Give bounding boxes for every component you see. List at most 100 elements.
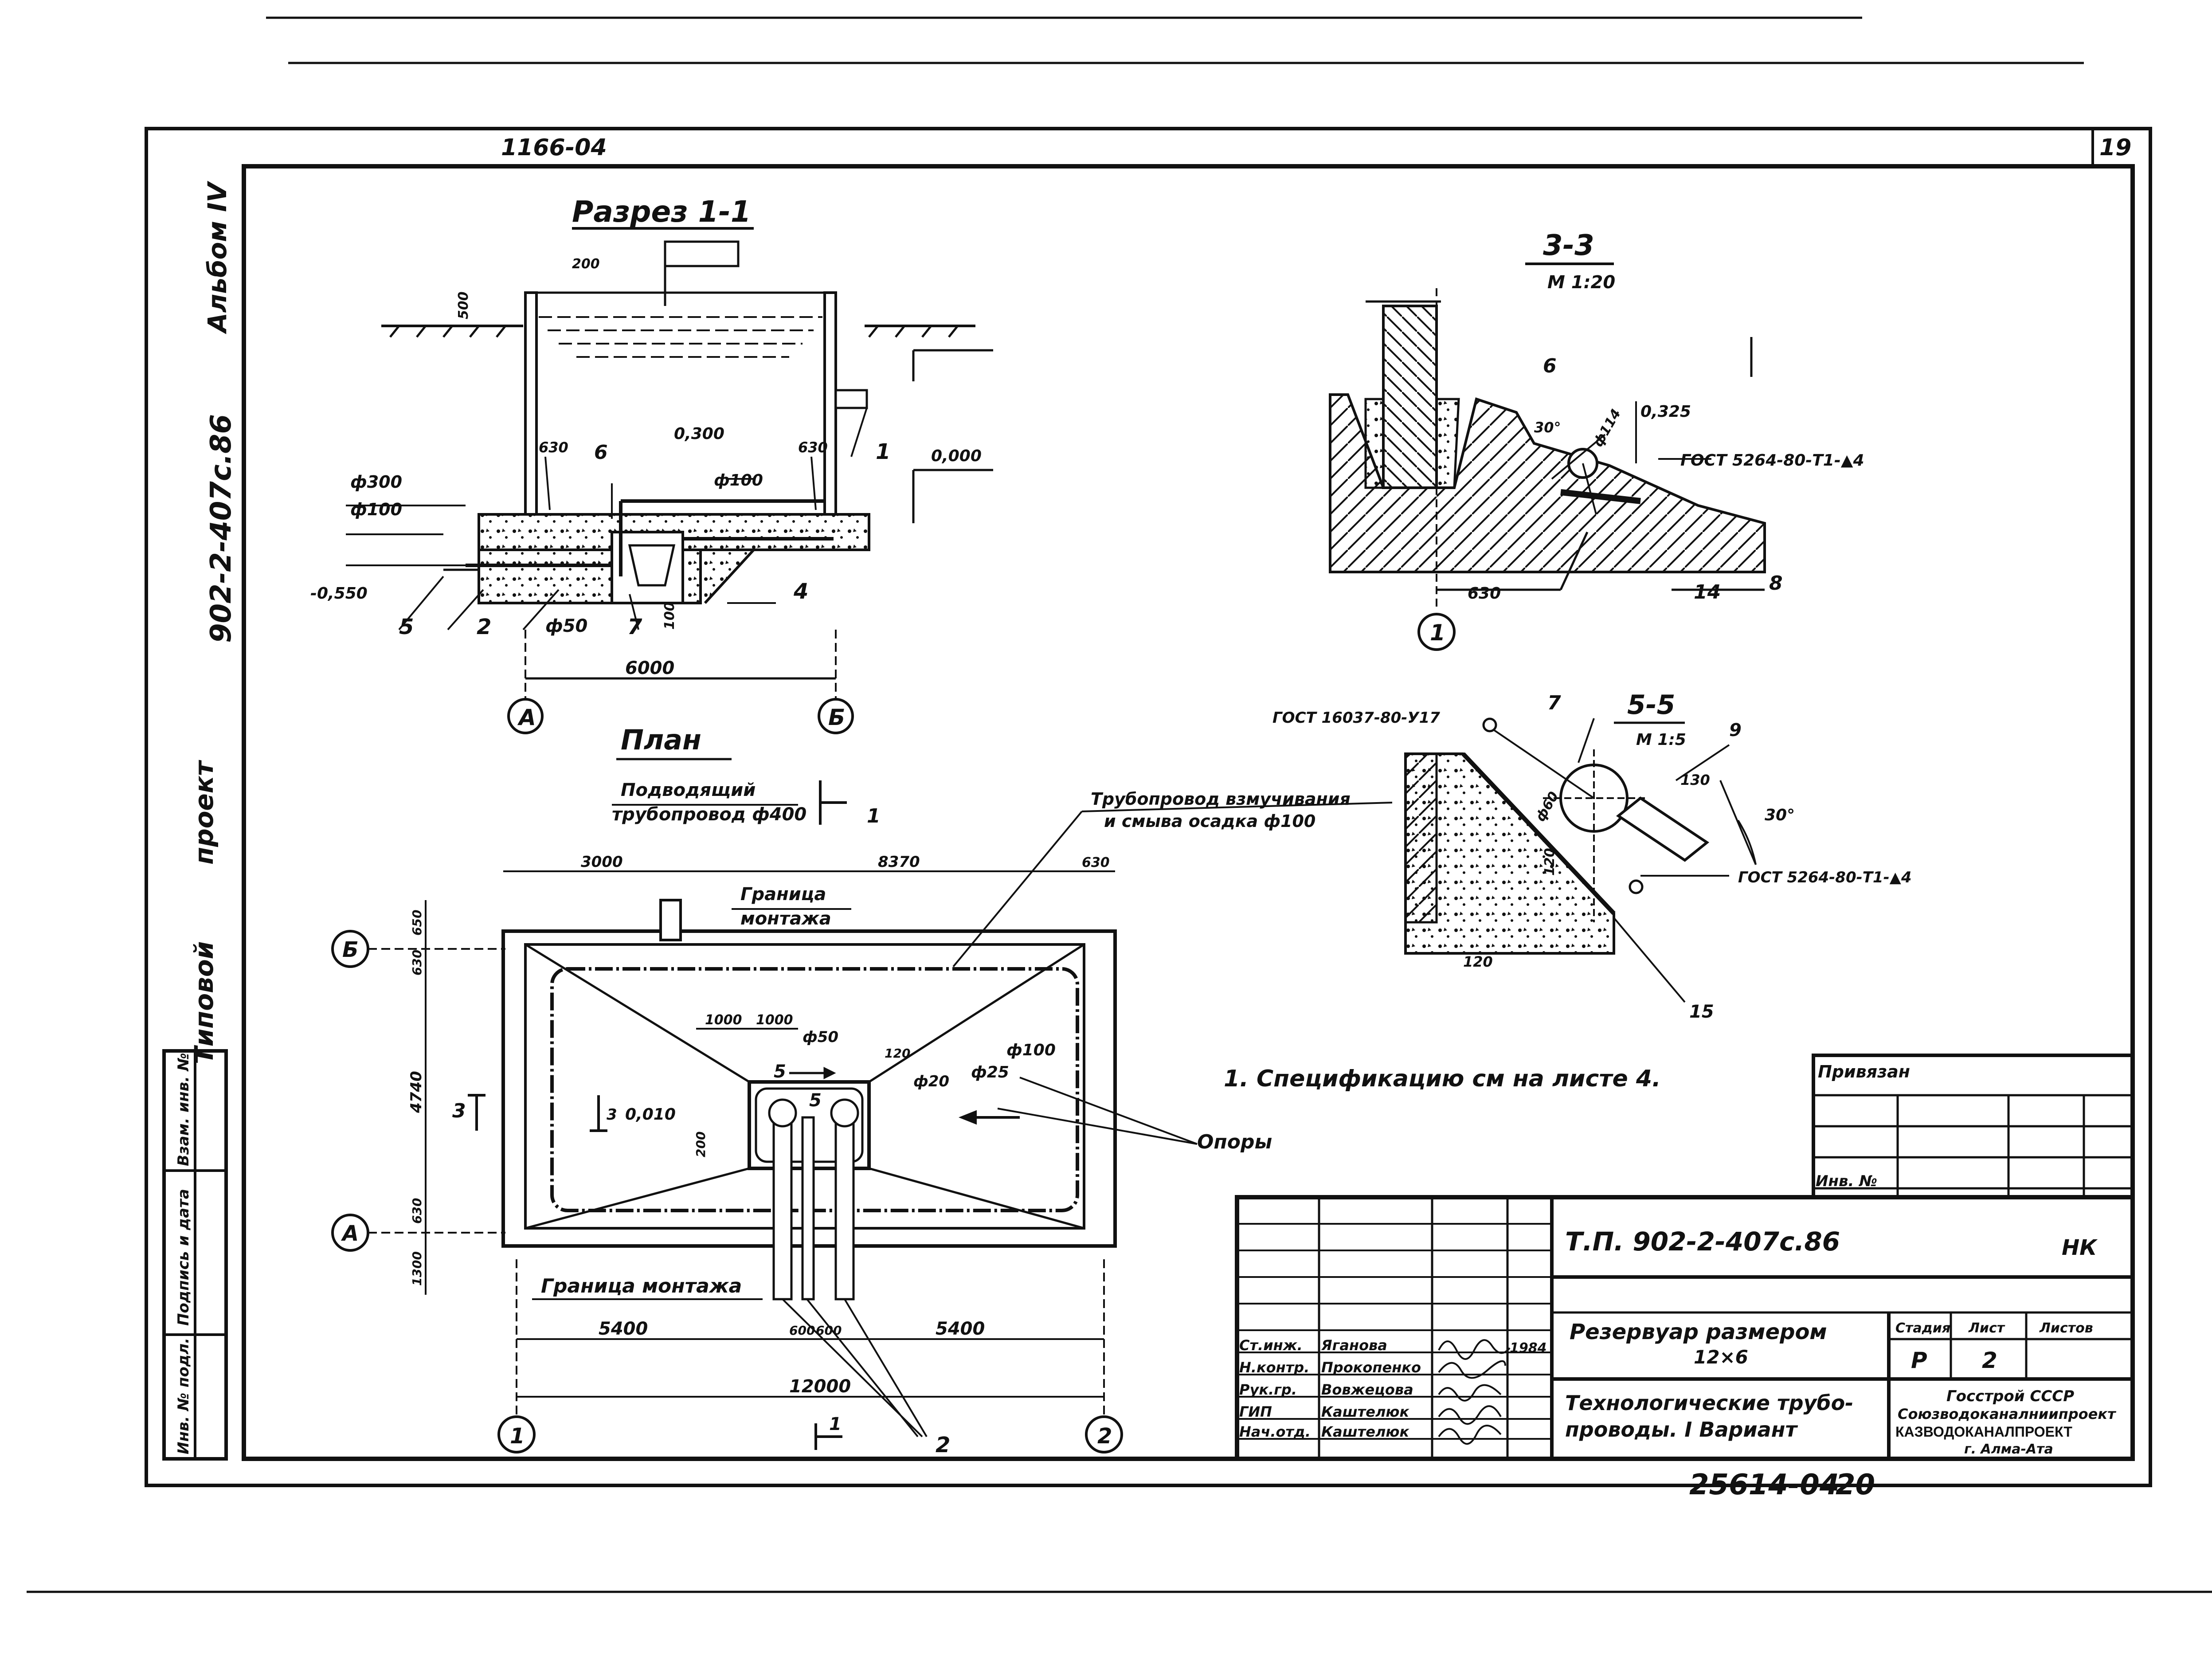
title-code: Т.П. 902-2-407с.86 <box>1565 1226 1840 1257</box>
detail-5-5-gost-top: ГОСТ 16037-80-У17 <box>1272 709 1440 727</box>
plan-dim-8370: 8370 <box>878 853 920 871</box>
plan-axis-b: Б <box>342 937 359 962</box>
plan-pipeline-label-2: и смыва осадка ф100 <box>1104 811 1315 831</box>
section-dim-200: 200 <box>572 256 600 272</box>
plan-dim-630d: 630 <box>410 1198 424 1224</box>
role-3: Рук.гр. <box>1239 1381 1297 1398</box>
detail-5-5-dim-120a: 120 <box>1542 848 1558 876</box>
project-type-project: проект <box>189 760 219 865</box>
plan-mount-bottom: Граница монтажа <box>541 1275 742 1297</box>
name-4: Каштелюк <box>1321 1403 1410 1420</box>
plan-level-010: 0,010 <box>625 1105 676 1124</box>
detail-5-5-angle: 30° <box>1765 806 1795 824</box>
plan-dim-600a: 600 <box>789 1323 815 1338</box>
plan-dim-1000a: 1000 <box>705 1012 742 1028</box>
section-callout-2: 2 <box>477 615 491 639</box>
plan-mount-top-1: Граница <box>740 884 826 905</box>
signature-1 <box>1438 1339 1511 1360</box>
title-year: 1984 <box>1510 1340 1547 1356</box>
section-dim-630-right: 630 <box>798 439 828 456</box>
section-d300: ф300 <box>350 472 402 492</box>
plan-d100: ф100 <box>1006 1041 1056 1059</box>
section-dim-100: 100 <box>662 602 677 630</box>
section-callout-5: 5 <box>399 615 414 639</box>
top-code: 1166-04 <box>501 134 607 161</box>
role-5: Нач.отд. <box>1239 1423 1311 1440</box>
plan-dim-600b: 600 <box>816 1323 842 1338</box>
plan-cut-5-b: 5 <box>809 1090 822 1111</box>
detail-3-3: 3-3 М 1:20 1 ГОСТ 5264-80-Т1-▲4 0,325 30… <box>1329 229 1864 651</box>
stamp-cell-original: Инв. № подл. <box>175 1338 192 1454</box>
plan-cut-3-inner: 3 <box>607 1106 617 1124</box>
plan-inlet-label-2: трубопровод ф400 <box>612 804 806 825</box>
title-object-2: 12×6 <box>1694 1346 1748 1368</box>
plan-dim-12000: 12000 <box>789 1376 851 1397</box>
role-4: ГИП <box>1239 1403 1272 1420</box>
title-sheet-1: Технологические трубо- <box>1565 1391 1853 1415</box>
spec-note: 1. Спецификацию см на листе 4. <box>1224 1066 1661 1092</box>
detail-3-3-title: 3-3 <box>1543 229 1594 262</box>
section-1-1: Разрез 1-1 А <box>310 195 993 734</box>
section-level-000: 0,000 <box>931 447 982 465</box>
scan-edge-lines <box>27 16 2212 1593</box>
plan-cut-1-bottom: 1 <box>829 1414 842 1434</box>
plan-callout-2: 2 <box>936 1433 950 1457</box>
plan-d20: ф20 <box>913 1073 949 1090</box>
plan-pipeline-label-1: Трубопровод взмучивания <box>1091 789 1351 809</box>
detail-3-3-scale: М 1:20 <box>1547 272 1615 293</box>
name-1: Яганова <box>1321 1337 1387 1354</box>
section-callout-7: 7 <box>627 615 642 639</box>
plan-mount-top-2: монтажа <box>740 909 831 929</box>
section-callout-4: 4 <box>793 579 808 604</box>
detail-5-5-dim-130: 130 <box>1680 772 1710 788</box>
detail-3-3-gost: ГОСТ 5264-80-Т1-▲4 <box>1680 451 1864 470</box>
privyazan-label: Привязан <box>1818 1062 1910 1081</box>
detail-5-5: 5-5 М 1:5 ГОСТ 16037-80-У17 ГОСТ 5264-80… <box>1272 690 1911 1022</box>
section-level-neg: -0,550 <box>310 584 368 603</box>
stamp-cell-signature: Подпись и дата <box>175 1189 192 1326</box>
plan-dim-120: 120 <box>885 1046 910 1061</box>
detail-5-5-callout-15: 15 <box>1689 1002 1714 1022</box>
detail-3-3-angle: 30° <box>1534 419 1561 436</box>
designation-vertical: 902-2-407с.86 <box>205 414 238 643</box>
section-dim-630-left: 630 <box>539 439 568 456</box>
section-callout-1: 1 <box>876 439 890 464</box>
section-d50: ф50 <box>545 616 587 636</box>
project-type-typical: Типовой <box>189 941 219 1064</box>
outer-border <box>145 127 2152 1487</box>
plan-dim-4740: 4740 <box>407 1071 425 1113</box>
title-stage-label: Стадия <box>1895 1320 1950 1336</box>
title-org-2: Союзводоканалниипроект <box>1898 1406 2117 1422</box>
title-org-1: Госстрой СССР <box>1946 1387 2074 1405</box>
signature-3 <box>1438 1384 1502 1402</box>
section-dim-500: 500 <box>456 291 471 319</box>
detail-3-3-level: 0,325 <box>1640 403 1691 421</box>
plan-dim-5400b: 5400 <box>936 1319 985 1339</box>
plan-dim-5400a: 5400 <box>599 1319 648 1339</box>
plan-cut-5-a: 5 <box>774 1062 786 1082</box>
copy-number: 20 <box>1836 1469 1875 1501</box>
detail-5-5-pipe: ф60 <box>1533 789 1562 824</box>
sheet-number: 19 <box>2099 134 2131 161</box>
plan-d50: ф50 <box>803 1028 838 1046</box>
detail-3-3-callout-8: 8 <box>1769 572 1783 595</box>
title-block: Т.П. 902-2-407с.86 НК Резервуар размером… <box>1235 1195 2135 1461</box>
plan-dim-630a: 630 <box>1082 855 1110 870</box>
inner-frame <box>242 164 2135 1461</box>
name-2: Прокопенко <box>1321 1359 1421 1376</box>
plan-axis-2: 2 <box>1097 1424 1112 1449</box>
role-2: Н.контр. <box>1239 1359 1309 1376</box>
section-d100-right: ф100 <box>714 471 763 490</box>
detail-3-3-callout-6: 6 <box>1543 355 1557 377</box>
name-3: Вовжецова <box>1321 1381 1413 1398</box>
detail-5-5-callout-9: 9 <box>1729 720 1742 740</box>
privyazan-block: Привязан Инв. № <box>1812 1054 2134 1199</box>
stamp-cell-replaced: Взам. инв. № <box>175 1053 192 1166</box>
signature-2 <box>1438 1360 1506 1379</box>
detail-5-5-title: 5-5 <box>1627 690 1675 721</box>
detail-3-3-dim-630: 630 <box>1468 584 1501 603</box>
name-5: Каштелюк <box>1321 1423 1410 1440</box>
plan-dim-3000: 3000 <box>581 853 623 871</box>
plan-dim-200: 200 <box>693 1132 708 1157</box>
